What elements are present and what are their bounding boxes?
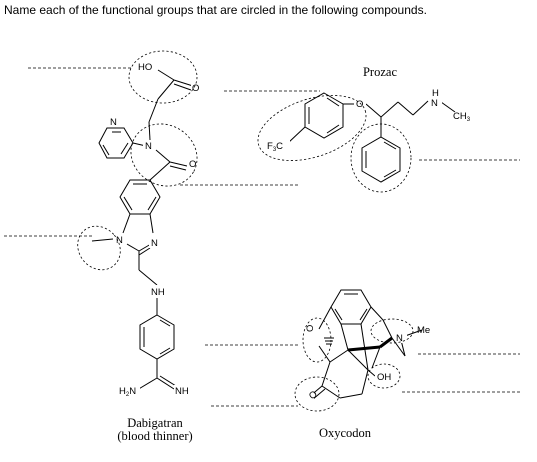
circled-group-ether	[302, 317, 332, 363]
atom-oh: OH	[377, 372, 391, 383]
atom-nh: NH	[151, 287, 165, 298]
atom-n-prozac: N	[431, 98, 438, 109]
dabigatran-name: Dabigatran	[127, 416, 183, 430]
instruction-text: Name each of the functional groups that …	[4, 3, 427, 17]
atom-o-acid: O	[192, 83, 199, 94]
atom-n-pyridine: N	[110, 117, 117, 128]
atom-o-amide: O	[189, 159, 196, 170]
prozac-structure: Prozac O F3C H N CH3	[265, 65, 471, 183]
dabigatran-subtitle: (blood thinner)	[117, 429, 192, 443]
atom-n-imidazole: N	[151, 238, 158, 249]
oxycodon-circled-groups	[294, 317, 414, 412]
atom-n-oxy: N	[396, 333, 403, 344]
atom-ch3-prozac: CH3	[453, 111, 471, 123]
circled-group-alcohol	[367, 363, 401, 389]
circled-group-tertiary-amine	[370, 318, 414, 344]
atom-ho: HO	[138, 62, 152, 73]
atom-n-methyl: N	[116, 235, 123, 246]
atom-nh-imine: NH	[175, 386, 189, 397]
atom-h2n: H2N	[119, 386, 136, 398]
oxycodon-structure: O N Me OH O Oxycodon	[303, 289, 430, 440]
atom-f3c: F3C	[267, 141, 283, 153]
circled-group-amine-n-methyl	[77, 225, 121, 271]
circled-group-aryl-halide	[257, 95, 367, 161]
atom-me: Me	[417, 325, 430, 336]
atom-n-amide: N	[145, 141, 152, 152]
circled-group-ketone	[294, 376, 340, 412]
circled-group-amide	[130, 123, 198, 187]
dabigatran-circled-groups	[77, 50, 198, 271]
circled-group-carboxylic-acid	[128, 50, 198, 104]
dabigatran-structure: HO O N N O N N NH H2N NH Dabigatran (blo…	[91, 61, 200, 443]
oxycodon-name: Oxycodon	[319, 426, 372, 440]
atom-o-ether-oxy: O	[305, 325, 316, 332]
circled-group-phenyl	[350, 123, 412, 193]
prozac-name: Prozac	[363, 65, 397, 79]
atom-h-prozac: H	[432, 88, 439, 99]
prozac-circled-groups	[257, 95, 412, 193]
atom-o-ether-prozac: O	[356, 99, 363, 110]
